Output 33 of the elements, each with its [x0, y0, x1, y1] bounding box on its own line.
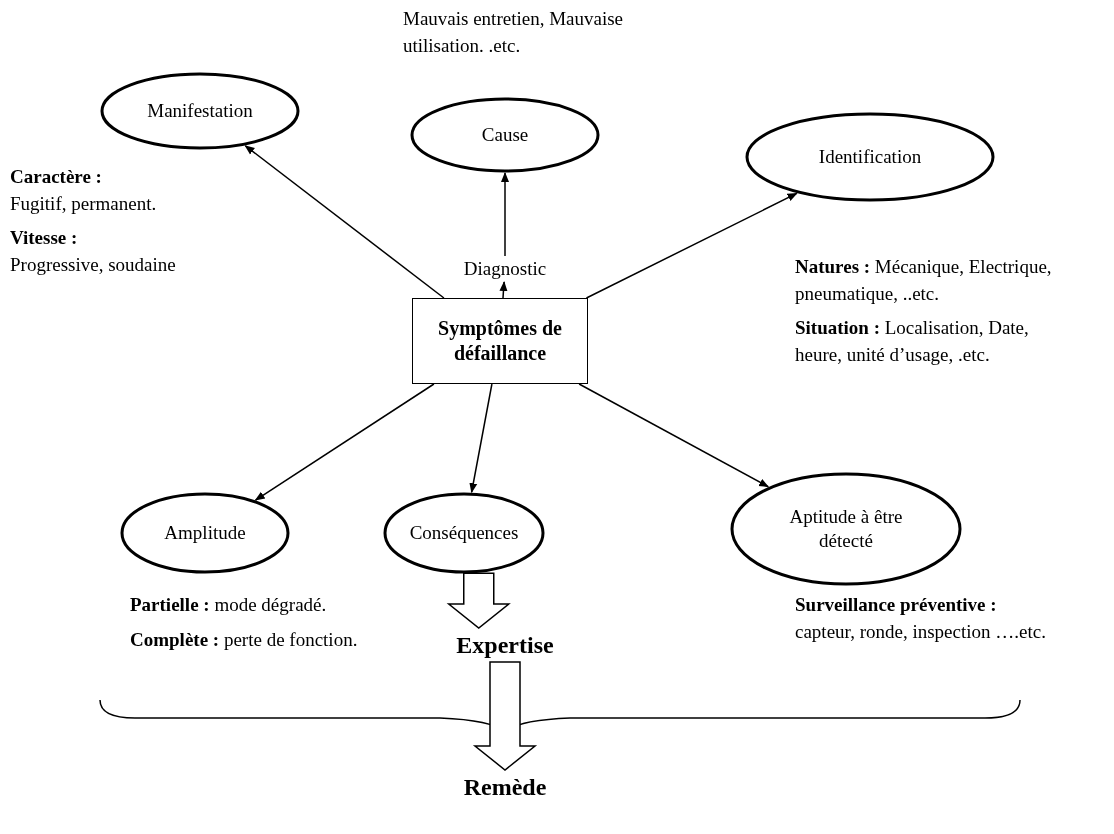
annotation-text: Natures : Mécanique, Electrique, pneumatique, ..etc. [795, 255, 1053, 306]
ellipse-node [730, 472, 962, 586]
node-label: Remède [463, 773, 547, 802]
ellipse-node [120, 492, 290, 574]
node-label: Expertise [456, 631, 554, 660]
annotation-text: Partielle : mode dégradé. [130, 593, 328, 617]
annotation-text: Mauvais entretien, Mauvaise utilisation. .etc. [403, 7, 624, 58]
ellipse-node [383, 492, 545, 574]
arrow [501, 172, 509, 257]
node-text: Identification [817, 145, 923, 169]
annotation-text: Surveillance préventive : capteur, ronde, inspection ….etc. [795, 593, 1047, 644]
arrow [585, 192, 798, 299]
node-text: Manifestation [146, 99, 254, 123]
node-text: Amplitude [163, 521, 247, 545]
node-text: Conséquences [408, 521, 520, 545]
process-box [412, 298, 588, 384]
arrow [254, 383, 435, 501]
node-text: Aptitude à être détecté [788, 505, 904, 553]
node-text: Cause [480, 123, 530, 147]
ellipse-node [745, 112, 995, 202]
annotation-text: Vitesse : Progressive, soudaine [10, 226, 177, 277]
ellipse-node [410, 97, 600, 173]
annotation-text: Caractère : Fugitif, permanent. [10, 165, 158, 216]
annotation-text: Situation : Localisation, Date, heure, unité d’usage, .etc. [795, 316, 1030, 367]
arrow [499, 281, 508, 299]
arrow [469, 383, 493, 494]
annotation-text: Complète : perte de fonction. [130, 627, 359, 652]
block-arrow [446, 572, 511, 629]
node-text: Symptômes de défaillance [437, 316, 563, 366]
arrow [244, 145, 445, 299]
ellipse-node [100, 72, 300, 150]
block-arrow [472, 661, 538, 771]
arrow [578, 383, 770, 488]
